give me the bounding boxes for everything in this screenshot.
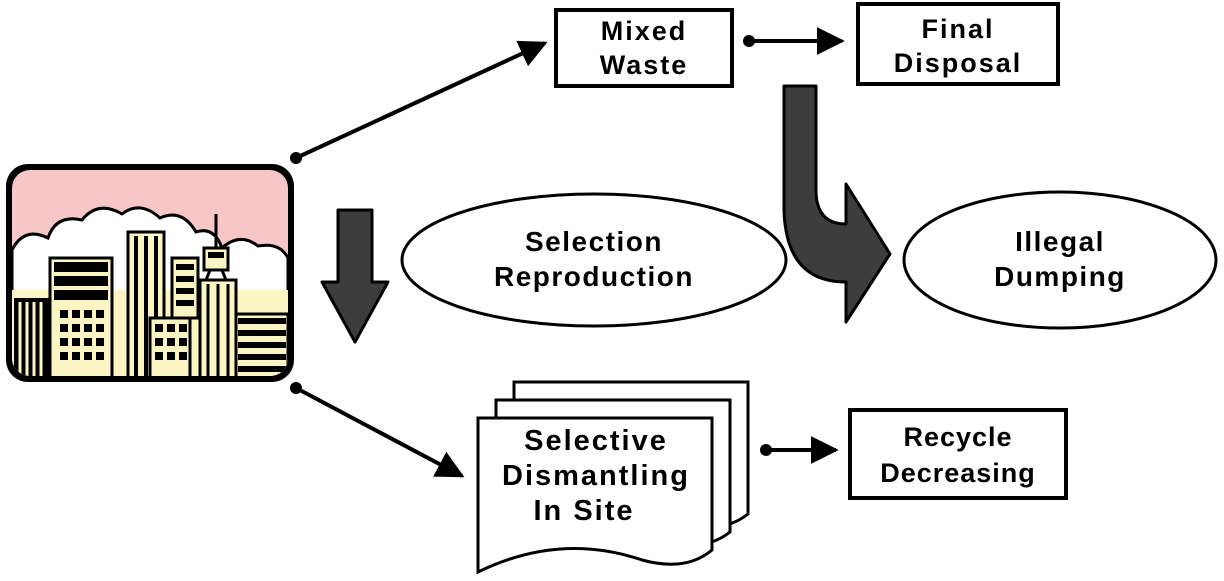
recycle-decreasing-box: Recycle Decreasing [848,408,1068,500]
down-arrow [320,208,390,344]
mixed-waste-line-2: Waste [600,50,689,80]
final-disposal-box: Final Disposal [856,2,1060,86]
selective-dismantling-line-1: Selective [524,425,668,457]
final-disposal-line-2: Disposal [894,48,1023,78]
final-disposal-line-1: Final [921,14,994,44]
selection-reproduction-line-1: Selection [525,226,663,257]
city-skyline-icon [6,164,294,382]
connector-dismantling-to-recycle [760,436,839,464]
connector-mixed-waste-to-final-disposal [743,27,845,55]
recycle-decreasing-line-1: Recycle [903,422,1012,452]
selective-dismantling-line-2: Dismantling [502,460,690,492]
illegal-dumping-ellipse: Illegal Dumping [902,190,1218,330]
selection-reproduction-line-2: Reproduction [494,261,694,292]
selective-dismantling-line-3: In Site [533,495,634,527]
illegal-dumping-line-1: Illegal [1015,226,1105,257]
curved-arrow-to-illegal-dumping [782,84,892,324]
selective-dismantling-doc-stack: Selective Dismantling In Site [476,380,750,575]
selection-reproduction-ellipse: Selection Reproduction [400,192,788,328]
connector-city-to-mixed-waste [290,40,548,164]
mixed-waste-line-1: Mixed [601,16,688,46]
recycle-decreasing-line-2: Decreasing [880,458,1036,488]
mixed-waste-box: Mixed Waste [554,8,734,88]
illegal-dumping-line-2: Dumping [994,261,1126,292]
connector-city-to-dismantling [290,382,465,478]
